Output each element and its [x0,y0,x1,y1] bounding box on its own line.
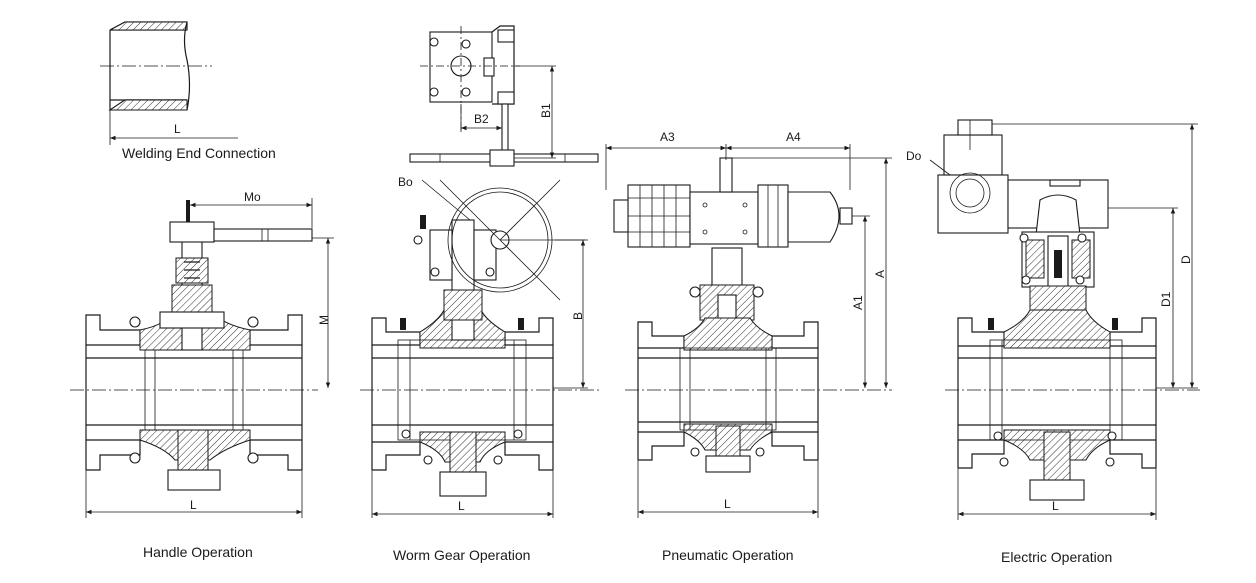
worm-dim-Bo: Bo [398,175,413,189]
electric-operation-view: Do D1 D L [906,119,1200,520]
elec-dim-D: D [1179,255,1193,264]
pneu-dim-A: A [873,270,887,278]
elec-dim-D1: D1 [1159,291,1173,307]
caption-pneumatic-operation: Pneumatic Operation [662,547,794,563]
welding-dim-L: L [174,122,181,136]
worm-gear-operation-view: B2 B1 [360,25,600,518]
pneu-dim-A1: A1 [851,295,865,310]
worm-dim-B: B [571,312,585,320]
handle-operation-view: Mo M L [70,190,334,518]
elec-dim-Do: Do [906,149,922,163]
caption-welding-end-connection: Welding End Connection [122,145,276,161]
handle-dim-L: L [190,498,197,512]
caption-handle-operation: Handle Operation [143,544,253,560]
handle-dim-Mo: Mo [244,190,261,204]
worm-dim-L: L [458,499,465,513]
worm-dim-B2: B2 [474,112,489,126]
pneu-dim-L: L [724,497,731,511]
caption-worm-gear-operation: Worm Gear Operation [393,547,530,563]
handle-dim-M: M [317,315,331,325]
welding-end-connection-view: L [100,21,238,145]
pneumatic-operation-view: A3 A4 A1 A L [605,130,892,518]
pneu-dim-A3: A3 [660,130,675,144]
worm-dim-B1: B1 [539,103,553,118]
elec-dim-L: L [1052,499,1059,513]
pneu-dim-A4: A4 [786,130,801,144]
caption-electric-operation: Electric Operation [1001,549,1112,565]
